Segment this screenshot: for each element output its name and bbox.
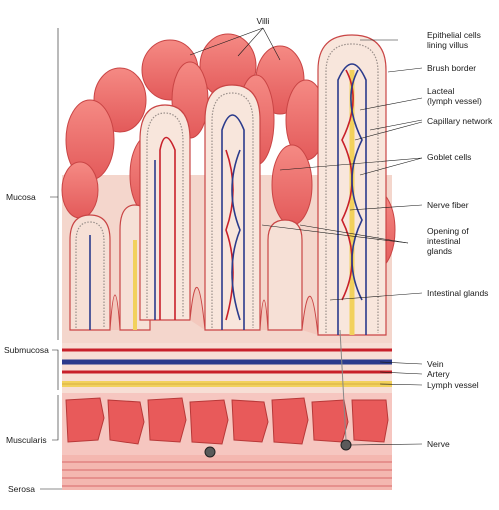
- label-villi: Villi: [256, 16, 269, 26]
- villi-sectioned: [69, 34, 387, 336]
- label-capillary-network: Capillary network: [427, 116, 493, 126]
- label-intestinal-glands: Intestinal glands: [427, 288, 488, 298]
- villus-vessels: [89, 63, 367, 335]
- label-brush-border: Brush border: [427, 63, 476, 73]
- label-muscularis: Muscularis: [6, 435, 47, 445]
- label-goblet-cells: Goblet cells: [427, 152, 471, 162]
- label-lacteal-line1: Lacteal: [427, 86, 455, 96]
- label-vein: Vein: [427, 359, 444, 369]
- label-epithelial-line2: lining villus: [427, 40, 468, 50]
- label-opening-line1: Opening of: [427, 226, 469, 236]
- leader-lines: [40, 27, 423, 490]
- label-opening-line2: intestinal: [427, 236, 461, 246]
- label-lacteal-line2: (lymph vessel): [427, 96, 482, 106]
- label-opening-line3: glands: [427, 246, 452, 256]
- serosa-stripes: [62, 461, 392, 487]
- submucosa-vessels: [62, 348, 392, 387]
- labels: Villi Epithelial cells lining villus Bru…: [4, 16, 493, 494]
- nerve-nodes: [204, 329, 352, 458]
- label-nerve-fiber: Nerve fiber: [427, 200, 469, 210]
- label-nerve: Nerve: [427, 439, 450, 449]
- label-epithelial-line1: Epithelial cells: [427, 30, 481, 40]
- label-artery: Artery: [427, 369, 450, 379]
- label-mucosa: Mucosa: [6, 192, 36, 202]
- label-submucosa: Submucosa: [4, 345, 49, 355]
- villi-back-row: [61, 33, 396, 271]
- label-serosa: Serosa: [8, 484, 35, 494]
- muscularis-blocks: [65, 397, 389, 445]
- label-lymph-vessel: Lymph vessel: [427, 380, 479, 390]
